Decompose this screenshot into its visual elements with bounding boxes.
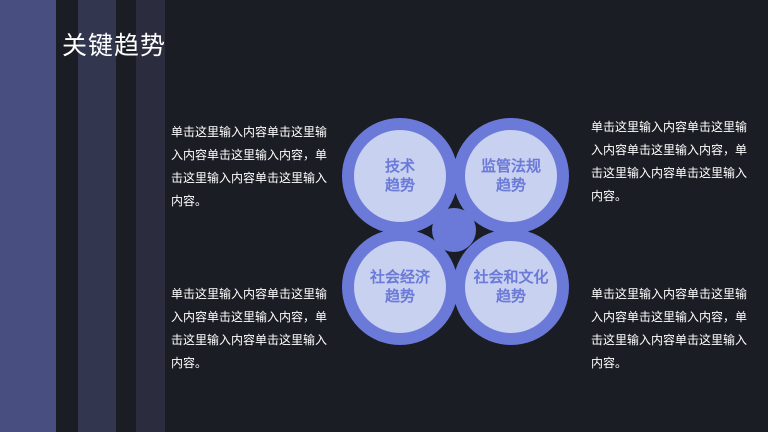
circle-technology-trend[interactable]: 技术 趋势 [342, 118, 458, 234]
circle-inner: 监管法规 趋势 [465, 130, 557, 222]
decorative-stripe [136, 0, 165, 432]
circle-label: 趋势 [495, 176, 526, 194]
circle-inner: 社会和文化 趋势 [465, 241, 557, 333]
circle-label: 趋势 [495, 287, 526, 305]
circle-label: 社会和文化 [473, 268, 549, 286]
circle-label: 技术 [384, 157, 415, 175]
text-block-top-left[interactable]: 单击这里输入内容单击这里输入内容单击这里输入内容，单击这里输入内容单击这里输入内… [171, 125, 328, 208]
circle-label: 监管法规 [480, 157, 541, 175]
circle-label: 趋势 [384, 176, 415, 194]
text-block-bottom-right[interactable]: 单击这里输入内容单击这里输入内容单击这里输入内容，单击这里输入内容单击这里输入内… [591, 287, 748, 370]
circle-social-culture-trend[interactable]: 社会和文化 趋势 [453, 229, 569, 345]
slide-title[interactable]: 关键趋势 [62, 31, 167, 60]
decorative-stripe [78, 0, 116, 432]
circle-inner: 技术 趋势 [354, 130, 446, 222]
circle-socioeconomic-trend[interactable]: 社会经济 趋势 [342, 229, 458, 345]
text-block-top-right[interactable]: 单击这里输入内容单击这里输入内容单击这里输入内容，单击这里输入内容单击这里输入内… [591, 120, 748, 203]
circle-regulation-trend[interactable]: 监管法规 趋势 [453, 118, 569, 234]
circle-label: 趋势 [384, 287, 415, 305]
circle-inner: 社会经济 趋势 [354, 241, 446, 333]
decorative-stripe [0, 0, 56, 432]
circle-label: 社会经济 [369, 268, 430, 286]
text-block-bottom-left[interactable]: 单击这里输入内容单击这里输入内容单击这里输入内容，单击这里输入内容单击这里输入内… [171, 287, 328, 370]
